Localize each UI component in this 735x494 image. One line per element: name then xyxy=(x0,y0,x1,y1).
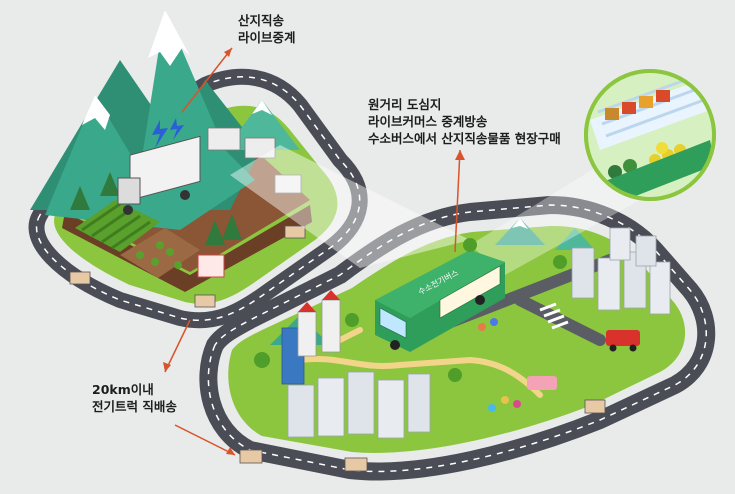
red-car-wheel-2 xyxy=(629,344,637,352)
farm-soil-block xyxy=(62,205,312,292)
city-tree-5 xyxy=(463,238,477,252)
crosswalk xyxy=(539,302,569,330)
label-bus-live-line-2: 라이브커머스 중계방송 xyxy=(368,114,488,129)
lightning-icon-2 xyxy=(170,118,184,140)
apartment-cluster-left xyxy=(287,371,431,439)
road-truck-icon-4 xyxy=(239,449,263,464)
stage-truck-cab xyxy=(117,177,141,205)
city-tree-4 xyxy=(553,255,567,269)
label-farm-live: 산지직송 라이브중계 xyxy=(238,12,296,46)
city-tree-1 xyxy=(254,352,270,368)
magnifier-beam xyxy=(470,165,640,275)
city-road-line xyxy=(207,204,707,473)
label-bus-live: 원거리 도심지 라이브커머스 중계방송 수소버스에서 산지직송물품 현장구매 xyxy=(368,96,561,147)
red-car-wheel-1 xyxy=(609,344,617,352)
farm-field-2 xyxy=(120,228,200,278)
label-truck-delivery-line-1: 20km이내 xyxy=(92,382,154,397)
stage-truck-wheel-2 xyxy=(180,190,190,200)
mountain-front xyxy=(45,10,255,230)
farm-kiosk xyxy=(197,254,225,278)
farm-field-green xyxy=(75,200,160,252)
city-tree-2 xyxy=(345,313,359,327)
crop-4 xyxy=(156,241,164,249)
city-mountain-3 xyxy=(555,228,595,250)
red-roof-tower-1 xyxy=(297,311,317,357)
city-mountain-2 xyxy=(495,218,545,245)
road-truck-icon-5 xyxy=(344,457,368,472)
red-roof-2 xyxy=(322,290,340,300)
tree-4 xyxy=(100,172,120,196)
person-4 xyxy=(513,400,521,408)
red-roof-tower-2 xyxy=(321,299,341,353)
person-1 xyxy=(478,323,486,331)
arrow-farm-live xyxy=(181,47,233,113)
road-truck-icon-1 xyxy=(284,225,306,239)
label-farm-live-line-1: 산지직송 xyxy=(238,13,285,28)
label-truck-delivery: 20km이내 전기트럭 직배송 xyxy=(92,381,177,415)
crop-2 xyxy=(151,258,159,266)
person-3 xyxy=(501,396,509,404)
arrow-truck-delivery xyxy=(163,319,236,456)
crop-1 xyxy=(136,251,144,259)
broadcast-beam xyxy=(230,145,470,268)
mountain-snow-left xyxy=(82,95,110,130)
road-truck-icon-3 xyxy=(194,294,216,308)
pink-car xyxy=(527,376,557,390)
stage-truck-wheel-1 xyxy=(123,205,133,215)
mountain-small-right xyxy=(225,100,300,150)
tree-1 xyxy=(205,220,225,245)
lightning-icon xyxy=(152,120,168,148)
bus-icon xyxy=(375,250,505,352)
tree-3 xyxy=(70,186,90,210)
red-roof-1 xyxy=(298,302,316,312)
label-farm-live-line-2: 라이브중계 xyxy=(238,30,296,45)
arrow-bus-live xyxy=(454,149,465,253)
farm-shed-2 xyxy=(244,137,276,159)
red-car xyxy=(606,330,640,346)
apartment-cluster-right xyxy=(571,227,671,315)
road-truck-icon-2 xyxy=(69,271,91,285)
farm-shed-3 xyxy=(274,174,302,194)
crop-5 xyxy=(174,261,182,269)
magnifier-circle-icon xyxy=(584,69,716,201)
tree-2 xyxy=(222,214,242,240)
mountain-small-snow xyxy=(252,100,272,115)
label-bus-live-line-1: 원거리 도심지 xyxy=(368,97,442,112)
mountain-snow-peak xyxy=(148,10,190,66)
farm-shed-1 xyxy=(207,127,241,151)
label-bus-live-line-3: 수소버스에서 산지직송물품 현장구매 xyxy=(368,131,561,146)
farm-field-rows xyxy=(81,202,151,250)
person-5 xyxy=(488,404,496,412)
crop-3 xyxy=(166,248,174,256)
label-truck-delivery-line-2: 전기트럭 직배송 xyxy=(92,399,177,414)
person-2 xyxy=(490,318,498,326)
city-tree-3 xyxy=(448,368,462,382)
road-truck-icon-6 xyxy=(584,399,606,414)
city-mountain-2-snow xyxy=(512,218,528,229)
